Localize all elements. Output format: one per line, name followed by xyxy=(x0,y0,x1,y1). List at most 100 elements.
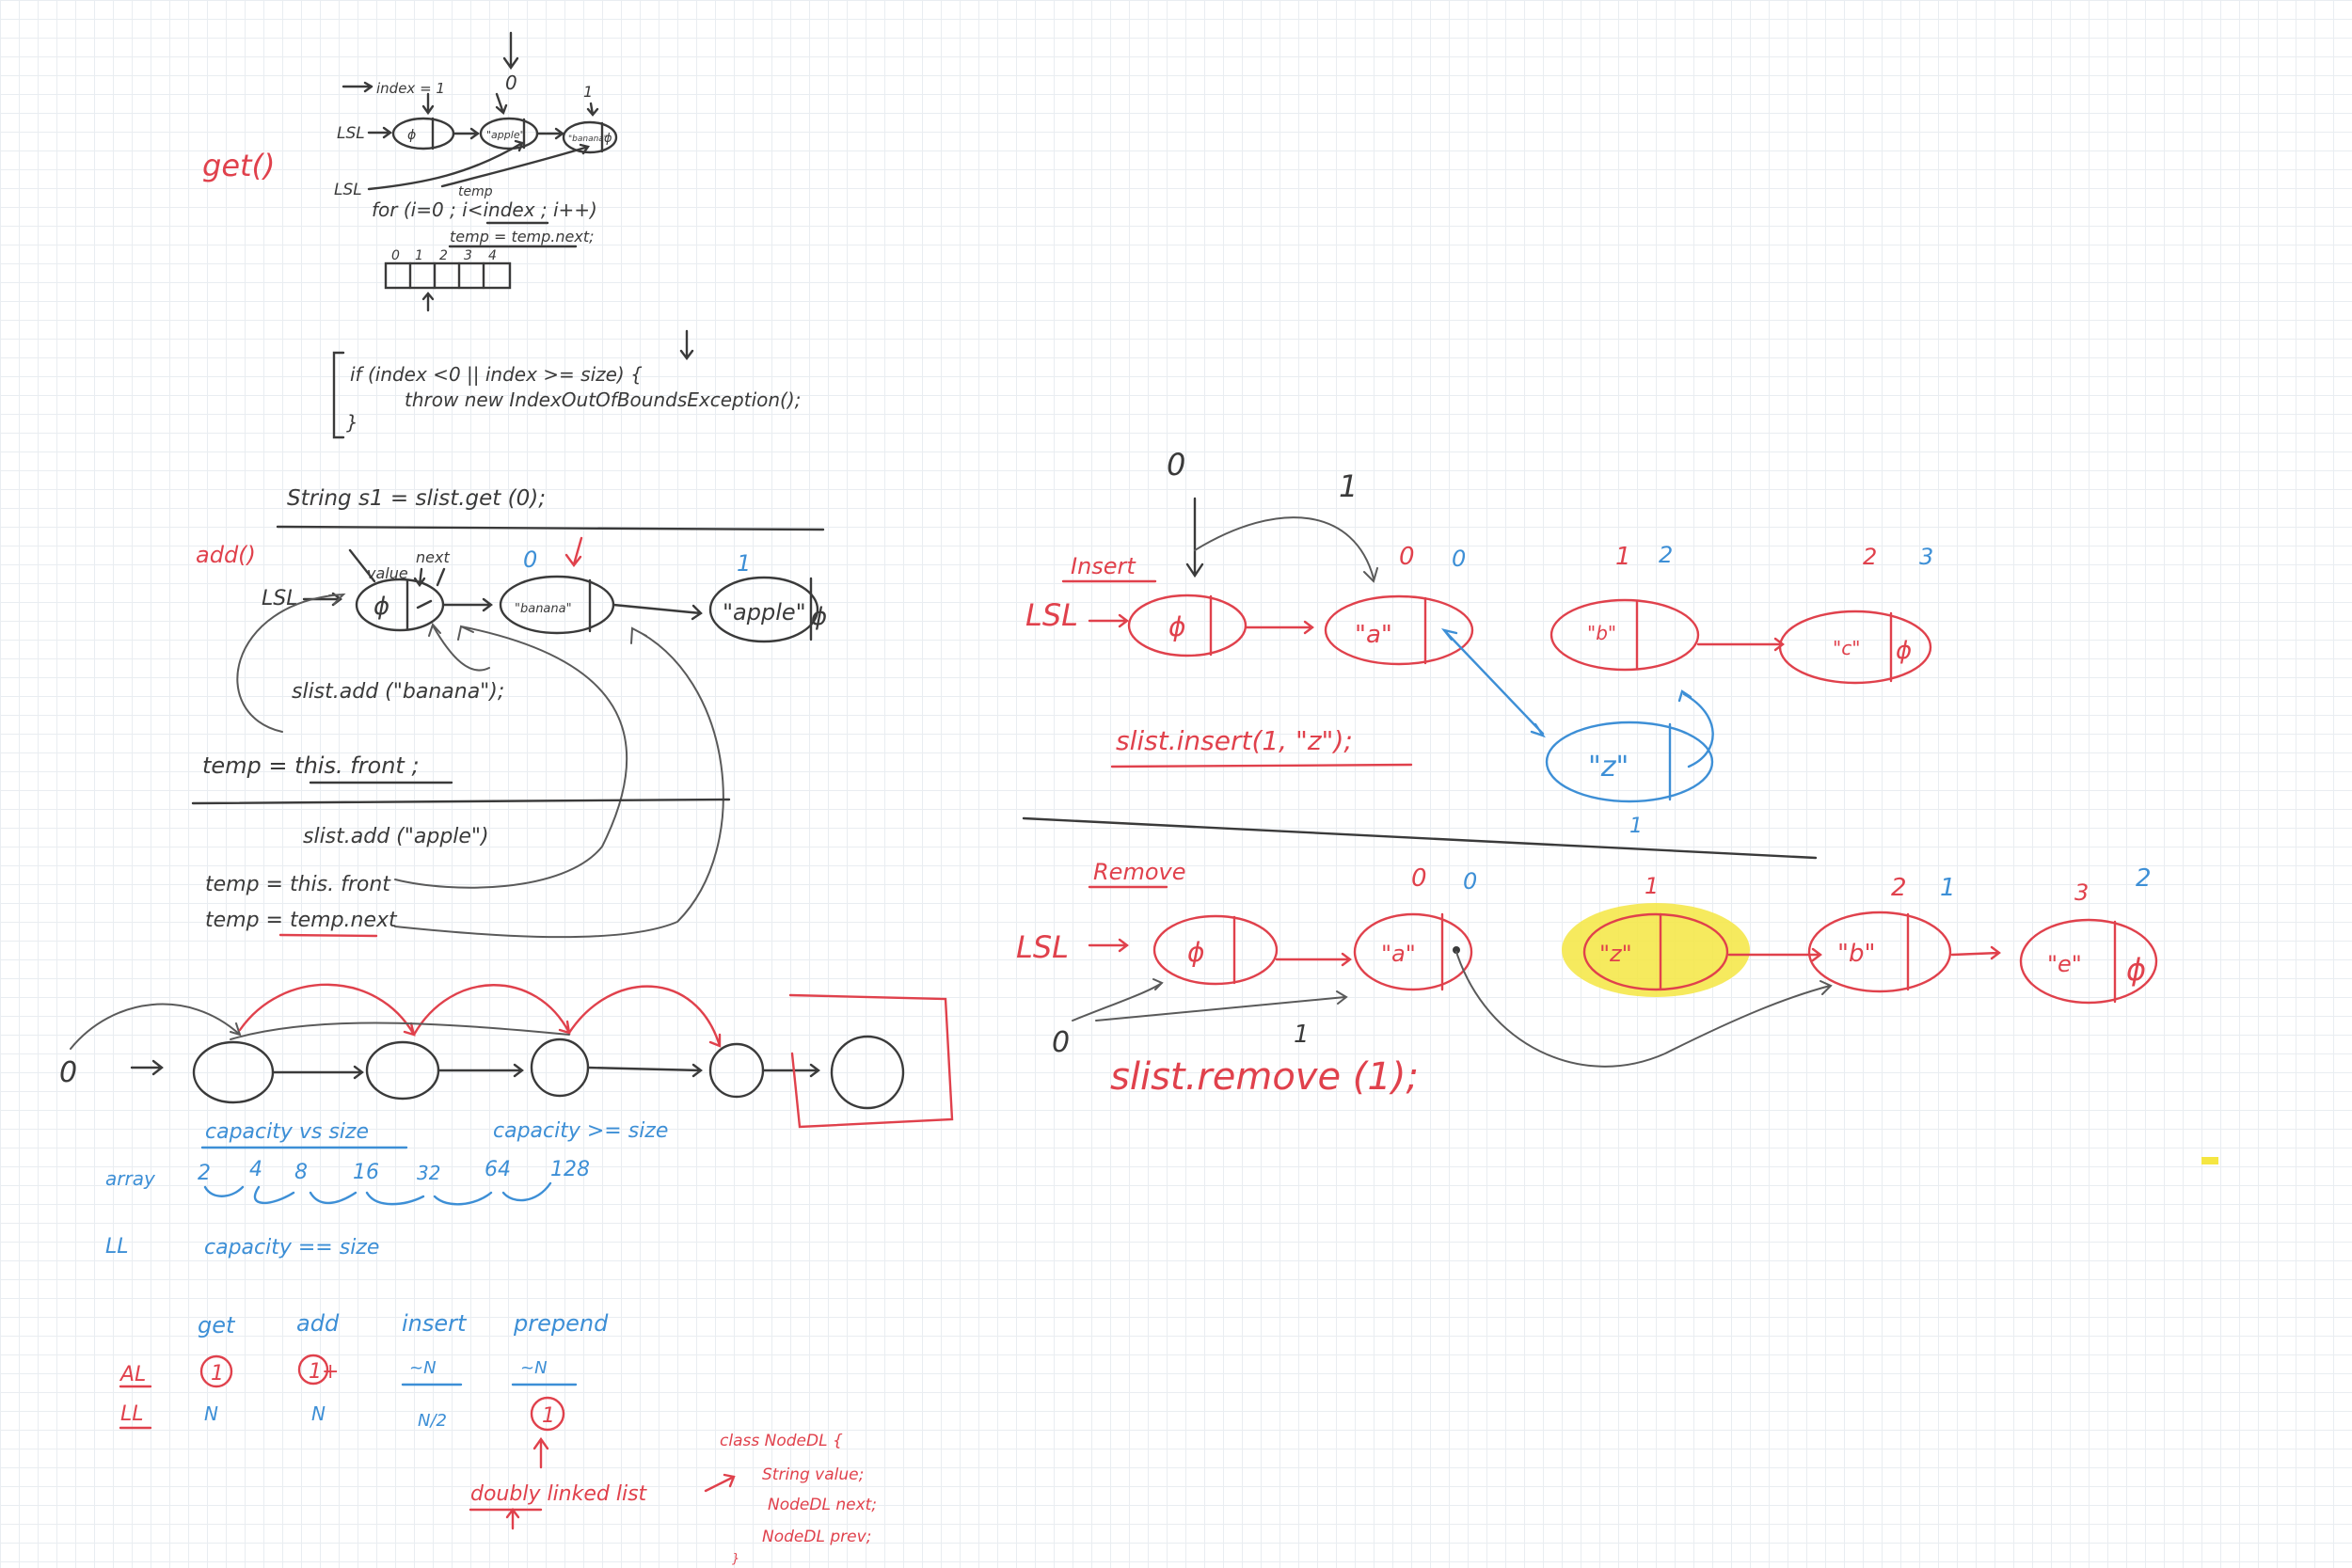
class-line: class NodeDL { xyxy=(720,1432,843,1450)
remove-temp-arrow xyxy=(1095,990,1348,1022)
stray-highlight-mark xyxy=(2201,1157,2218,1164)
remove-idx-b-old: 2 xyxy=(1891,874,1907,902)
insert-idx-c-new: 3 xyxy=(1919,544,1933,570)
add-idx0: 0 xyxy=(523,546,537,573)
get-null1: ϕ xyxy=(407,128,416,143)
insert-idx-z: 1 xyxy=(1629,815,1643,838)
al-prepend-value: ~N xyxy=(520,1358,548,1378)
al-get-circle xyxy=(199,1354,233,1388)
prepend-arrow xyxy=(532,1436,549,1469)
growth-arrow xyxy=(203,1185,245,1197)
insert-remove-separator xyxy=(1022,816,1818,860)
remove-highlight xyxy=(1562,903,1750,997)
remove-node-z xyxy=(1582,912,1729,991)
if-pointer xyxy=(679,329,694,360)
insert-idx-a-old: 0 xyxy=(1399,543,1415,571)
array-boxes: 0 1 2 3 4 xyxy=(384,248,512,312)
array-value: 64 xyxy=(485,1158,511,1181)
insert-node-a xyxy=(1324,594,1474,666)
ll-get-value: N xyxy=(204,1402,218,1425)
insert-node-z-text: "z" xyxy=(1588,751,1629,784)
next-arrow-2 xyxy=(436,567,446,587)
remove-lsl-arrow xyxy=(1088,938,1129,953)
remove-arrow-b-e xyxy=(1950,945,2001,960)
chain-arrow xyxy=(761,1063,820,1078)
array-idx: 4 xyxy=(488,248,497,263)
array-idx: 1 xyxy=(415,248,423,263)
remove-one-mark: 1 xyxy=(1294,1021,1310,1049)
get-node-null xyxy=(391,117,455,150)
remove-null-end: ϕ xyxy=(2126,952,2146,988)
class-line: NodeDL next; xyxy=(768,1496,877,1514)
chain-node xyxy=(708,1042,765,1099)
remove-node-z-text: "z" xyxy=(1599,941,1632,967)
get-arrow-1 xyxy=(452,127,481,140)
remove-node-b xyxy=(1807,911,1952,993)
remove-call: slist.remove (1); xyxy=(1110,1055,1419,1099)
insert-node-b-text: "b" xyxy=(1587,622,1616,644)
add-section: add() value next LSL ϕ 0 "banana" 1 "app… xyxy=(191,536,827,939)
index-arrow xyxy=(342,81,373,93)
chain-red-curve xyxy=(238,983,416,1037)
table-header-get: get xyxy=(198,1312,236,1338)
value-label: value xyxy=(367,564,408,582)
insert-node-c-text: "c" xyxy=(1833,637,1860,659)
growth-arrow xyxy=(365,1191,425,1206)
array-frame xyxy=(384,261,512,290)
get-lsl-arrow xyxy=(367,126,393,139)
remove-start-zero: 0 xyxy=(1052,1026,1070,1059)
add-apple-call: slist.add ("apple") xyxy=(303,825,489,848)
remove-arrow-z-b xyxy=(1727,947,1822,962)
separator xyxy=(276,525,825,531)
remove-node-a-text: "a" xyxy=(1381,941,1416,967)
growth-arrow xyxy=(501,1181,552,1202)
for-loop-line: for (i=0 ; i<index ; i++) xyxy=(372,198,597,221)
class-arrow xyxy=(704,1473,736,1493)
temp-front2-line: temp = this. front xyxy=(205,873,391,896)
if-line: if (index <0 || index >= size) { xyxy=(350,363,643,386)
chain-arrow xyxy=(437,1063,524,1078)
get-ptr-c xyxy=(586,102,599,117)
get-idx1: 1 xyxy=(583,83,593,101)
remove-start-arrow xyxy=(1072,978,1164,1022)
value-arrow xyxy=(348,548,376,583)
string-get-line: String s1 = slist.get (0); xyxy=(287,486,546,511)
row-al-label: AL xyxy=(119,1363,146,1386)
add-idx1: 1 xyxy=(737,550,751,577)
add-banana-call: slist.add ("banana"); xyxy=(292,680,504,704)
table-header-prepend: prepend xyxy=(513,1310,609,1337)
insert-call: slist.insert(1, "z"); xyxy=(1116,725,1353,756)
insert-node-null xyxy=(1127,594,1248,657)
insert-arrow-1 xyxy=(1245,620,1314,635)
ll-add-value: N xyxy=(311,1402,326,1425)
add-long-arrow xyxy=(394,625,628,889)
insert-section: 0 1 Insert LSL ϕ 0 0 "a" 1 2 "b" 2 3 "c"… xyxy=(1025,447,1933,838)
get-node-banana xyxy=(562,120,618,154)
growth-arrow xyxy=(253,1185,295,1205)
capacity-heading-1: capacity vs size xyxy=(205,1120,369,1144)
chain-gray-curve xyxy=(230,1022,570,1040)
doubly-arrow xyxy=(505,1508,520,1530)
chain-red-box xyxy=(788,993,954,1129)
add-null: ϕ xyxy=(373,593,389,621)
temp-front-line: temp = this. front ; xyxy=(202,752,420,779)
insert-node-a-text: "a" xyxy=(1355,621,1392,649)
doubly-linked-label: doubly linked list xyxy=(470,1482,648,1506)
ll-insert-value: N/2 xyxy=(418,1411,447,1431)
remove-idx-b-new: 1 xyxy=(1940,874,1956,902)
array-value: 8 xyxy=(294,1161,308,1184)
remove-idx-z: 1 xyxy=(1645,873,1659,899)
temp-next-line: temp = temp.next; xyxy=(450,228,595,245)
add-null-end: ϕ xyxy=(811,603,827,631)
add-arrow-1 xyxy=(442,597,493,612)
chain-node xyxy=(530,1037,590,1098)
chain-node xyxy=(192,1040,275,1104)
chain-start-arrow xyxy=(130,1059,164,1076)
insert-lsl-arrow xyxy=(1088,613,1129,628)
insert-title: Insert xyxy=(1071,553,1136,579)
get-idx0: 0 xyxy=(505,71,517,94)
remove-section: Remove LSL ϕ 0 0 "a" 1 "z" 2 1 "b" 3 2 "… xyxy=(1016,859,2158,1099)
remove-node-e-text: "e" xyxy=(2047,951,2082,977)
array-idx: 2 xyxy=(439,248,448,263)
